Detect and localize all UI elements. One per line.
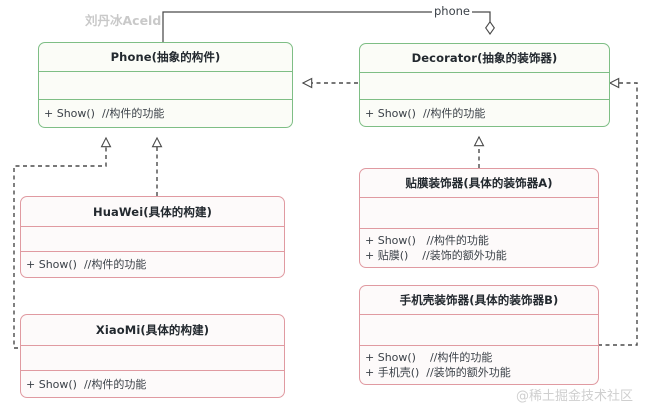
class-attributes-xiaomi [21,345,284,370]
class-attributes-case-decorator [360,314,598,345]
operation-line: + Show() //构件的功能 [365,106,486,120]
class-name-case-decorator: 手机壳装饰器(具体的装饰器B) [399,293,559,307]
class-attributes-huawei [21,226,284,251]
class-box-film-decorator[interactable]: 贴膜装饰器(具体的装饰器A) + Show() //构件的功能 + 贴膜() /… [359,168,599,268]
class-attributes-phone [39,71,292,99]
class-name-film-decorator: 贴膜装饰器(具体的装饰器A) [405,176,553,190]
class-name-phone: Phone(抽象的构件) [110,50,221,64]
class-name-decorator: Decorator(抽象的装饰器) [411,51,558,65]
watermark-author: 刘丹冰Aceld [85,13,162,28]
operation-line: + 手机壳() //装饰的额外功能 [365,366,511,379]
class-box-decorator[interactable]: Decorator(抽象的装饰器) + Show() //构件的功能 [359,43,610,127]
class-name-xiaomi: XiaoMi(具体的构建) [95,323,210,337]
operation-line: + 贴膜() //装饰的额外功能 [365,249,507,262]
class-name-huawei: HuaWei(具体的构建) [93,204,212,219]
operation-line: + Show() //构件的功能 [365,234,489,247]
class-box-case-decorator[interactable]: 手机壳装饰器(具体的装饰器B) + Show() //构件的功能 + 手机壳()… [359,285,599,385]
class-operations-phone: + Show() //构件的功能 [39,99,292,127]
operation-line: + Show() //构件的功能 [26,258,147,271]
edge-label-phone: phone [432,4,472,18]
class-box-phone[interactable]: Phone(抽象的构件) + Show() //构件的功能 [38,42,293,128]
class-operations-case-decorator: + Show() //构件的功能 + 手机壳() //装饰的额外功能 [360,345,598,384]
operation-line: + Show() //构件的功能 [365,351,493,364]
class-operations-film-decorator: + Show() //构件的功能 + 贴膜() //装饰的额外功能 [360,228,598,267]
class-box-huawei[interactable]: HuaWei(具体的构建) + Show() //构件的功能 [20,196,285,278]
class-operations-decorator: + Show() //构件的功能 [360,99,609,126]
operation-line: + Show() //构件的功能 [26,377,147,391]
operation-line: + Show() //构件的功能 [44,107,165,120]
class-box-xiaomi[interactable]: XiaoMi(具体的构建) + Show() //构件的功能 [20,314,285,398]
class-operations-xiaomi: + Show() //构件的功能 [21,370,284,397]
class-attributes-film-decorator [360,197,598,228]
watermark-site: @稀土掘金技术社区 [516,389,634,404]
class-attributes-decorator [360,72,609,99]
class-operations-huawei: + Show() //构件的功能 [21,251,284,277]
